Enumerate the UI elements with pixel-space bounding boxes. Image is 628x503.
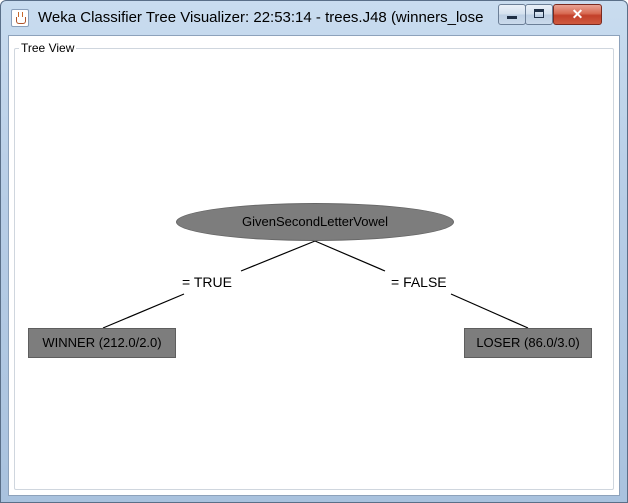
edge-label-true: = TRUE: [180, 274, 234, 290]
close-icon: ✕: [571, 6, 584, 22]
tree-view-group-border: [14, 48, 614, 490]
cup-body: [16, 17, 26, 24]
minimize-icon: [507, 16, 517, 19]
leaf-node-winner[interactable]: WINNER (212.0/2.0): [28, 328, 176, 358]
title-bar[interactable]: Weka Classifier Tree Visualizer: 22:53:1…: [1, 1, 627, 35]
tree-edges: [102, 240, 529, 329]
maximize-icon: [534, 9, 544, 18]
tree-view-label: Tree View: [19, 41, 77, 55]
tree-view-panel[interactable]: Tree View GivenSecondLetterVowel = TRUE …: [8, 35, 620, 496]
cup-steam: [18, 12, 23, 17]
edge-line-true-lower: [102, 293, 185, 329]
edge-line-false-upper: [314, 240, 386, 272]
decision-tree[interactable]: GivenSecondLetterVowel = TRUE = FALSE WI…: [9, 36, 621, 497]
maximize-button[interactable]: [525, 4, 553, 25]
leaf-node-loser[interactable]: LOSER (86.0/3.0): [464, 328, 592, 358]
minimize-button[interactable]: [498, 4, 526, 25]
java-cup-icon[interactable]: [11, 9, 29, 27]
window-title: Weka Classifier Tree Visualizer: 22:53:1…: [38, 9, 483, 26]
close-button[interactable]: ✕: [553, 4, 602, 25]
edge-line-true-upper: [240, 240, 316, 272]
edge-line-false-lower: [450, 293, 529, 329]
edge-label-false: = FALSE: [389, 274, 449, 290]
root-node[interactable]: GivenSecondLetterVowel: [176, 203, 454, 241]
